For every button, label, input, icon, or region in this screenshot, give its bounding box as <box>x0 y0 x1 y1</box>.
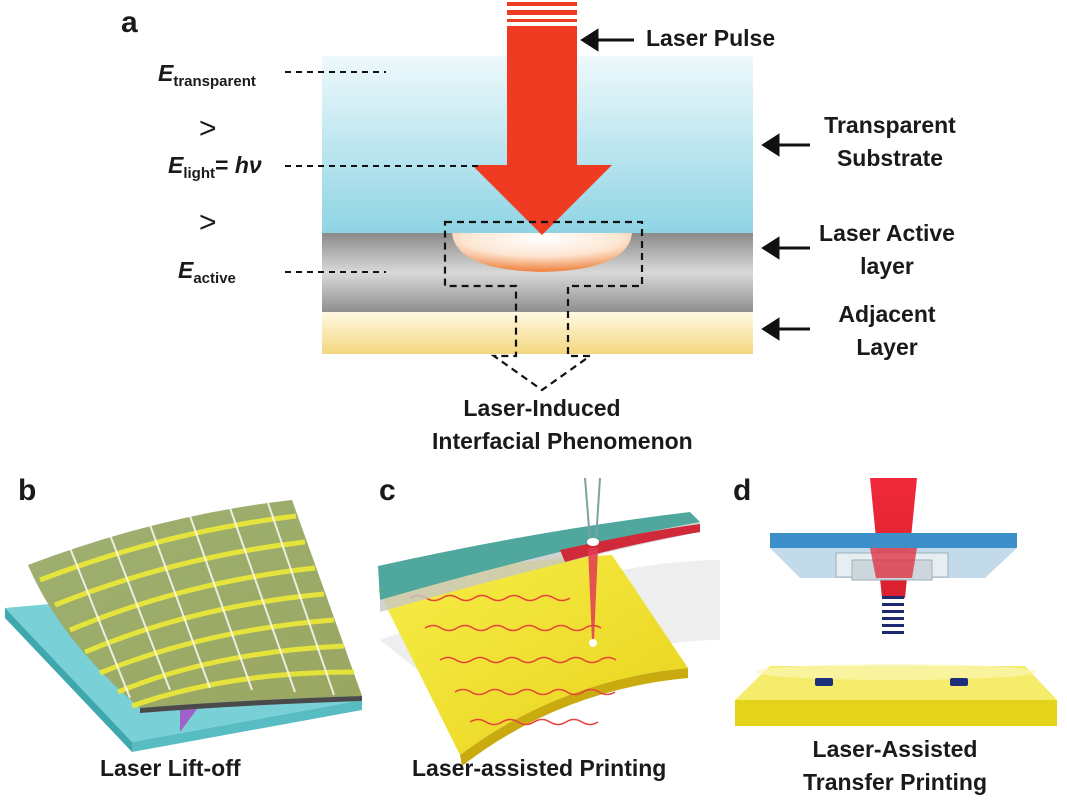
panel-a-letter: a <box>121 6 138 39</box>
panel-d-letter: d <box>733 474 752 507</box>
interface-region-outline <box>443 220 644 392</box>
laser-pulse-arrow-icon <box>472 2 612 235</box>
adjacent-layer <box>322 312 753 354</box>
label-pointer-arrows <box>580 28 810 341</box>
energy-active: Eactive <box>178 257 236 287</box>
panel-d-caption: Laser-Assisted Transfer Printing <box>802 736 988 795</box>
laser-transfer-printing-illustration <box>735 478 1057 726</box>
transparent-substrate-label: Transparent Substrate <box>824 112 956 171</box>
laser-assisted-printing-illustration <box>378 477 720 766</box>
panel-b-letter: b <box>18 474 37 507</box>
panel-c-caption: Laser-assisted Printing <box>412 755 667 781</box>
panel-b-caption: Laser Lift-off <box>100 755 241 781</box>
energy-transparent: Etransparent <box>158 60 256 90</box>
laser-active-layer-label: Laser Active layer <box>819 220 955 279</box>
laser-heated-spot <box>452 233 632 272</box>
laser-pulse-label: Laser Pulse <box>646 25 776 51</box>
energy-light: Elight= hν <box>168 152 262 182</box>
adjacent-layer-label: Adjacent Layer <box>838 301 936 360</box>
panel-c-letter: c <box>379 474 396 507</box>
laser-lift-off-illustration <box>5 500 362 752</box>
greater-than-2: > <box>199 206 217 239</box>
greater-than-1: > <box>199 112 217 145</box>
interfacial-phenomenon-label: Laser-Induced Interfacial Phenomenon <box>432 395 693 454</box>
